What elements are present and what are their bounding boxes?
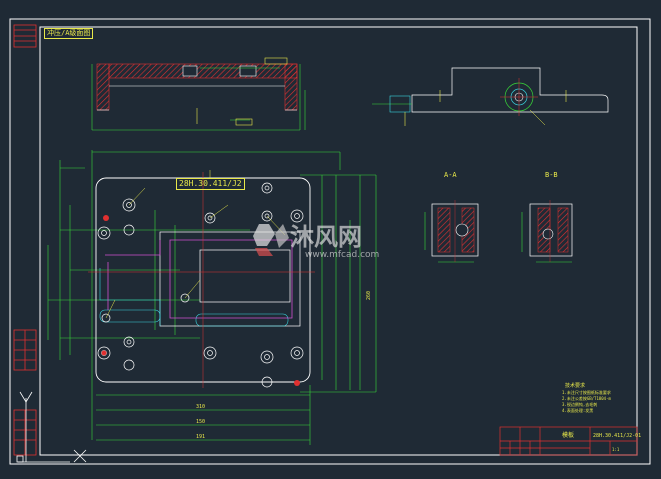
- watermark-name: 沐风网: [290, 223, 362, 251]
- section-b-label: B-B: [545, 171, 558, 179]
- side-view: [372, 67, 609, 126]
- plan-view: [47, 150, 377, 445]
- tech-note-line: 4.表面处理:发黑: [562, 407, 593, 413]
- tech-note-line: 1.未注尺寸按图纸标准要求: [562, 389, 611, 395]
- watermark: 沐风网 www.mfcad.com: [253, 223, 379, 260]
- watermark-logo-icon: [253, 224, 289, 256]
- dim-left-width: 191: [196, 434, 205, 440]
- title-block: [499, 426, 638, 456]
- section-b-view: [521, 200, 573, 263]
- red-marker: [103, 215, 109, 221]
- tech-note-line: 3.锐边倒钝,去毛刺: [562, 401, 597, 407]
- red-marker: [294, 380, 300, 386]
- title-block-scale: 1:1: [612, 447, 620, 452]
- section-a-view: [424, 200, 479, 263]
- dim-overall-height: 260: [366, 291, 372, 300]
- title-block-drawing-no: 28H.30.411/J2-01: [593, 433, 641, 439]
- dim-overall-width: 310: [196, 404, 205, 410]
- tech-note-line: 2.未注公差按GB/T1804-m: [562, 395, 611, 401]
- tech-notes-title: 技术要求: [565, 382, 585, 389]
- plan-holes: [97, 182, 304, 388]
- watermark-url: www.mfcad.com: [305, 250, 379, 260]
- section-a-label: A-A: [444, 171, 457, 179]
- title-block-name: 模板: [562, 431, 574, 439]
- part-number-label: 28H.30.411/J2: [176, 178, 245, 190]
- tech-notes: 技术要求 1.未注尺寸按图纸标准要求 2.未注公差按GB/T1804-m 3.锐…: [562, 382, 611, 413]
- red-marker: [101, 350, 107, 356]
- drawing-frame: [9, 18, 651, 465]
- left-margin-strips: [13, 24, 37, 456]
- header-tag: 冲压/A级面图: [44, 28, 94, 39]
- dim-mid-width: 150: [196, 419, 205, 425]
- front-view: [91, 57, 306, 131]
- ucs-icon: [16, 391, 87, 463]
